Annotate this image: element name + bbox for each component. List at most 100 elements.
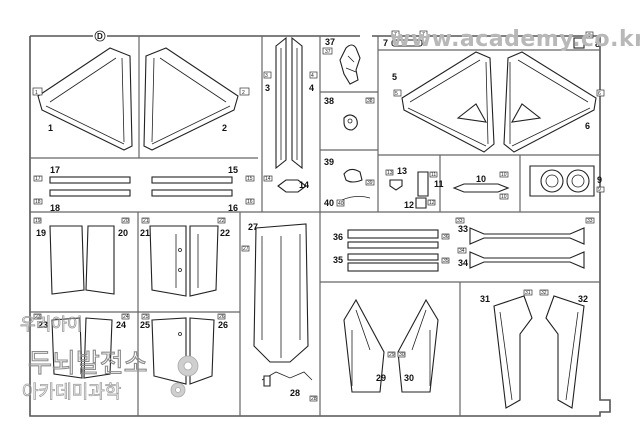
- part-23: 23 23: [33, 313, 83, 379]
- part-9-intakes: 9 9: [529, 165, 605, 197]
- tab-22: 22: [219, 218, 225, 224]
- part-number-4: 4: [309, 83, 314, 93]
- tab-39: 39: [367, 180, 373, 186]
- tab-34: 34: [459, 248, 465, 254]
- part-25: 25 25: [140, 313, 187, 385]
- part-number-15: 15: [228, 165, 238, 175]
- part-number-38: 38: [324, 96, 334, 106]
- part-number-20: 20: [118, 228, 128, 238]
- tab-38: 38: [367, 98, 373, 104]
- gear-icon: [170, 355, 199, 398]
- part-number-40: 40: [324, 198, 334, 208]
- tab-31: 31: [525, 290, 531, 296]
- tab-27: 27: [243, 246, 249, 252]
- tab-7b: 7: [422, 32, 425, 38]
- tab-1: 1: [35, 90, 38, 96]
- part-12: 12 12: [404, 197, 436, 210]
- part-number-2: 2: [222, 123, 227, 133]
- part-31: 31 31: [480, 289, 533, 409]
- part-18: 18 18: [33, 189, 131, 213]
- part-5-wing: 5 5: [392, 51, 495, 153]
- tab-2: 2: [242, 90, 245, 96]
- part-4: 4 4: [291, 36, 318, 170]
- part-39: 39: [324, 157, 363, 183]
- part-number-18: 18: [50, 203, 60, 213]
- watermark-korean-line3: 아카데미과학: [22, 382, 121, 403]
- part-32: 32 32: [539, 289, 588, 409]
- part-number-27: 27: [248, 222, 258, 232]
- tab-18: 18: [35, 199, 41, 205]
- tab-9: 9: [598, 187, 601, 193]
- tab-21: 21: [143, 218, 149, 224]
- part-16: 16 16: [151, 189, 255, 213]
- tab-33b-group: 33: [585, 217, 595, 224]
- part-number-12: 12: [404, 200, 414, 210]
- part-11: 11 11: [417, 171, 444, 197]
- part-number-24: 24: [116, 320, 126, 330]
- part-number-10: 10: [476, 174, 486, 184]
- tab-8: 8: [588, 33, 591, 39]
- part-number-29: 29: [376, 373, 386, 383]
- tab-6: 6: [598, 91, 601, 97]
- tab-29: 29: [389, 352, 395, 358]
- part-27: 27 27: [241, 222, 309, 363]
- sprue-runners: [30, 36, 600, 416]
- part-number-8: 8: [595, 39, 600, 49]
- part-number-36: 36: [333, 232, 343, 242]
- part-number-28: 28: [290, 388, 300, 398]
- part-15: 15 15: [151, 165, 255, 184]
- tab-20: 20: [123, 218, 129, 224]
- part-number-32: 32: [578, 294, 588, 304]
- part-35: 35 35: [333, 253, 450, 272]
- part-number-33: 33: [458, 224, 468, 234]
- sprue-outer-frame: [29, 35, 611, 417]
- part-number-17: 17: [50, 165, 60, 175]
- part-19: 19 19: [33, 217, 85, 295]
- tab-38-group: 38: [365, 97, 375, 104]
- part-number-31: 31: [480, 294, 490, 304]
- tab-7a: 7: [394, 32, 397, 38]
- tab-3: 3: [265, 73, 268, 79]
- sprue-letter-badge: D: [94, 30, 106, 42]
- part-number-11: 11: [434, 179, 444, 189]
- part-number-34: 34: [458, 258, 468, 268]
- part-17: 17 17: [33, 165, 131, 184]
- part-number-16: 16: [228, 203, 238, 213]
- part-30: 30 30: [397, 298, 439, 393]
- part-37-pilot: 37 37: [322, 37, 361, 85]
- tab-35: 35: [443, 258, 449, 264]
- part-36: 36 36: [333, 229, 450, 249]
- part-number-14: 14: [299, 180, 309, 190]
- part-29: 29 29: [343, 298, 396, 393]
- part-number-9: 9: [597, 175, 602, 185]
- part-number-37: 37: [325, 37, 335, 47]
- part-number-30: 30: [404, 373, 414, 383]
- part-8: 8 8: [573, 31, 600, 49]
- tab-23: 23: [35, 314, 41, 320]
- part-6-wing: 6 6: [503, 51, 605, 153]
- part-number-23: 23: [38, 320, 48, 330]
- tab-30: 30: [399, 352, 405, 358]
- part-26: 26 26: [189, 313, 228, 385]
- part-3: 3 3: [263, 36, 287, 170]
- part-21: 21 21: [140, 217, 187, 297]
- part-34: 34 34: [457, 247, 585, 269]
- tab-5: 5: [395, 91, 398, 97]
- watermark-korean-line2: 두뇌발전소: [28, 349, 148, 379]
- part-number-26: 26: [218, 320, 228, 330]
- part-22: 22 22: [189, 217, 230, 297]
- watermark-korean-line1: 우리아이: [20, 315, 83, 335]
- part-number-22: 22: [220, 228, 230, 238]
- academy-url-watermark: www.academy.co.kr: [390, 27, 640, 52]
- tab-33b: 33: [587, 218, 593, 224]
- part-number-39: 39: [324, 157, 334, 167]
- part-number-6: 6: [585, 121, 590, 131]
- tab-25: 25: [143, 314, 149, 320]
- part-2-wing: 2 2: [143, 47, 250, 151]
- part-24: 24 24: [83, 313, 130, 379]
- part-7: 7 7 7: [383, 30, 428, 48]
- part-1-wing: 1 1: [32, 47, 133, 151]
- tab-10b: 10: [501, 194, 507, 200]
- tab-15: 15: [247, 176, 253, 182]
- tab-24: 24: [123, 314, 129, 320]
